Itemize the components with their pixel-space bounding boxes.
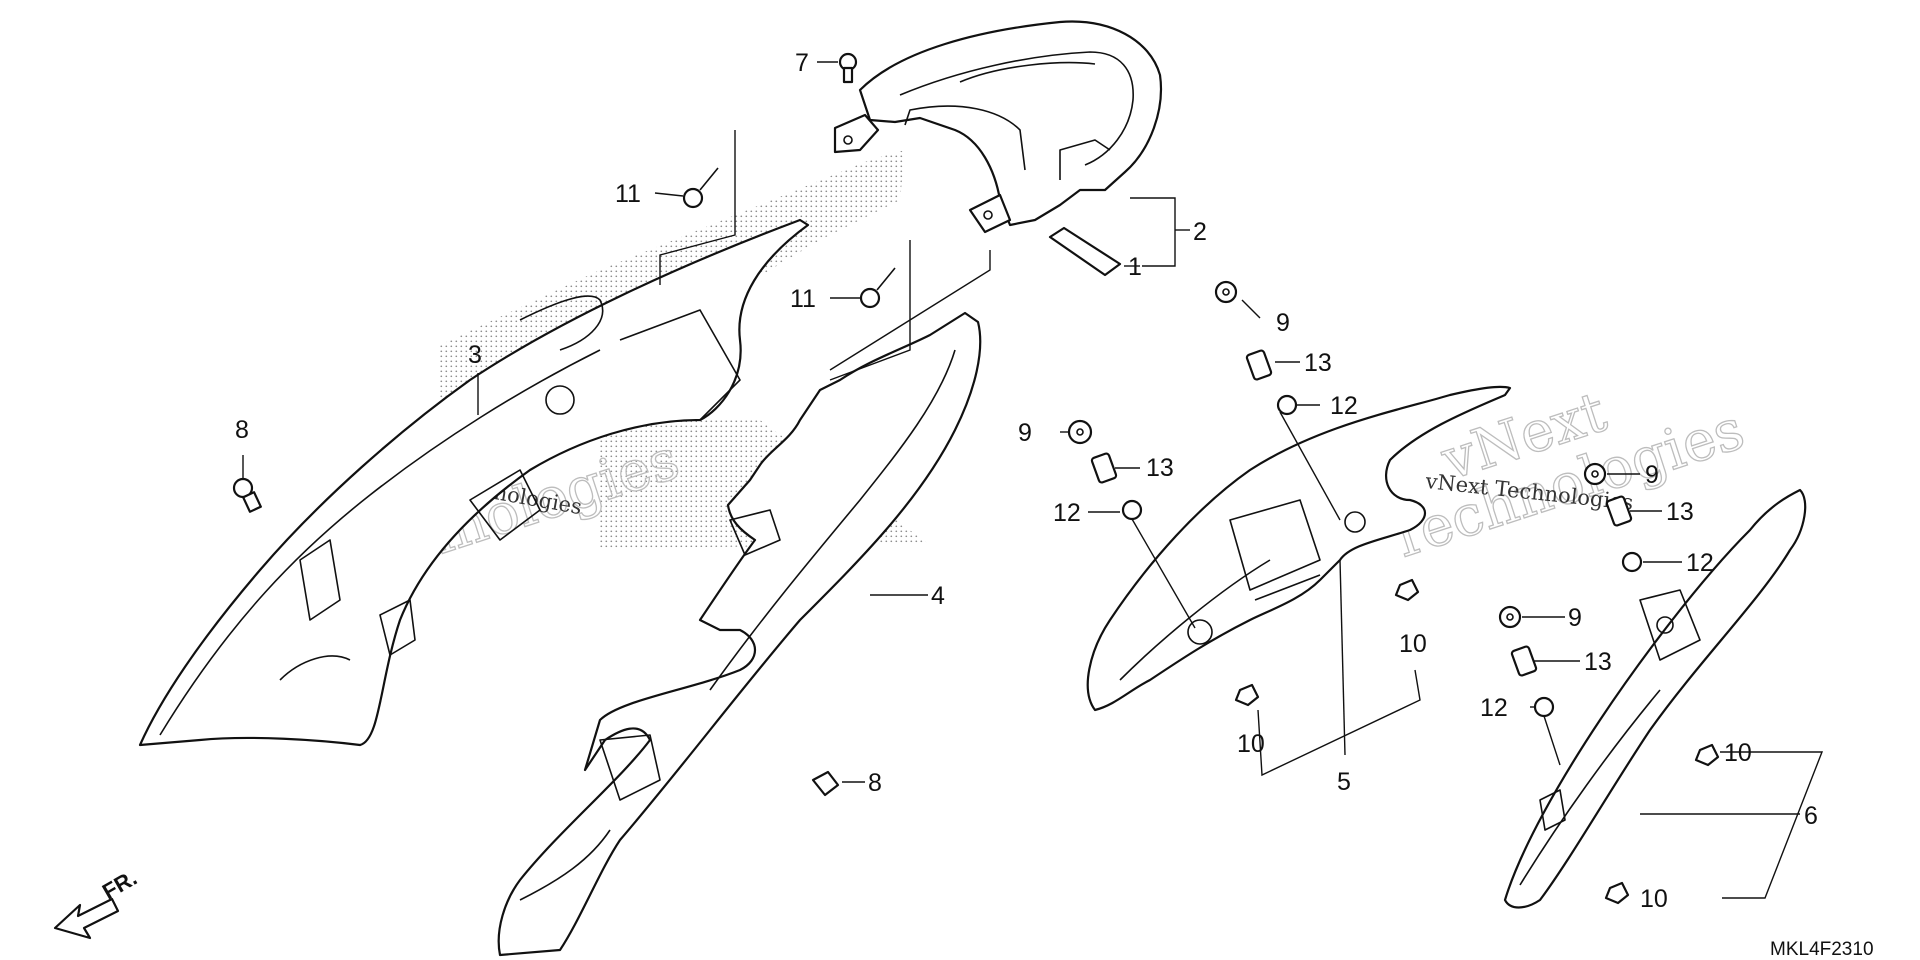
rubber-strip-part xyxy=(1048,226,1122,277)
callout-12-d: 12 xyxy=(1480,694,1508,722)
fasteners xyxy=(232,52,1720,905)
callout-10-d: 10 xyxy=(1640,885,1668,913)
callout-12-a: 12 xyxy=(1330,392,1358,420)
callout-13-c: 13 xyxy=(1666,498,1694,526)
callout-5: 5 xyxy=(1337,768,1351,796)
callout-labels: 1 2 3 4 5 6 7 8 8 9 9 9 9 10 10 10 10 11… xyxy=(235,49,1818,913)
callout-2: 2 xyxy=(1193,218,1207,246)
callout-6: 6 xyxy=(1804,802,1818,830)
leader-lines xyxy=(242,61,1824,899)
callout-11-b: 11 xyxy=(790,285,816,313)
callout-12-b: 12 xyxy=(1053,499,1081,527)
callout-4: 4 xyxy=(931,582,945,610)
inner-fender-part xyxy=(138,218,810,747)
callout-9-b: 9 xyxy=(1018,419,1032,447)
svg-text:FR.: FR. xyxy=(98,865,141,904)
callout-3: 3 xyxy=(468,341,482,369)
callout-9-a: 9 xyxy=(1276,309,1290,337)
callout-8-left: 8 xyxy=(235,416,249,444)
callout-7: 7 xyxy=(795,49,809,77)
front-direction-arrow: FR. xyxy=(53,865,141,940)
callout-13-a: 13 xyxy=(1304,349,1332,377)
callout-10-c: 10 xyxy=(1724,739,1752,767)
callout-13-d: 13 xyxy=(1584,648,1612,676)
callout-10-a: 10 xyxy=(1399,630,1427,658)
left-side-cover-part xyxy=(497,311,982,957)
diagram-code: MKL4F2310 xyxy=(1770,939,1874,960)
callout-1: 1 xyxy=(1128,253,1142,281)
callout-9-c: 9 xyxy=(1645,461,1659,489)
callout-9-d: 9 xyxy=(1568,604,1582,632)
callout-10-b: 10 xyxy=(1237,730,1265,758)
rear-cowl-part xyxy=(833,20,1162,234)
callout-12-c: 12 xyxy=(1686,549,1714,577)
callout-13-b: 13 xyxy=(1146,454,1174,482)
callout-8-bottom: 8 xyxy=(868,769,882,797)
right-panel-part xyxy=(1086,385,1512,712)
right-side-cover-part xyxy=(1503,488,1807,909)
callout-11-a: 11 xyxy=(615,180,641,208)
